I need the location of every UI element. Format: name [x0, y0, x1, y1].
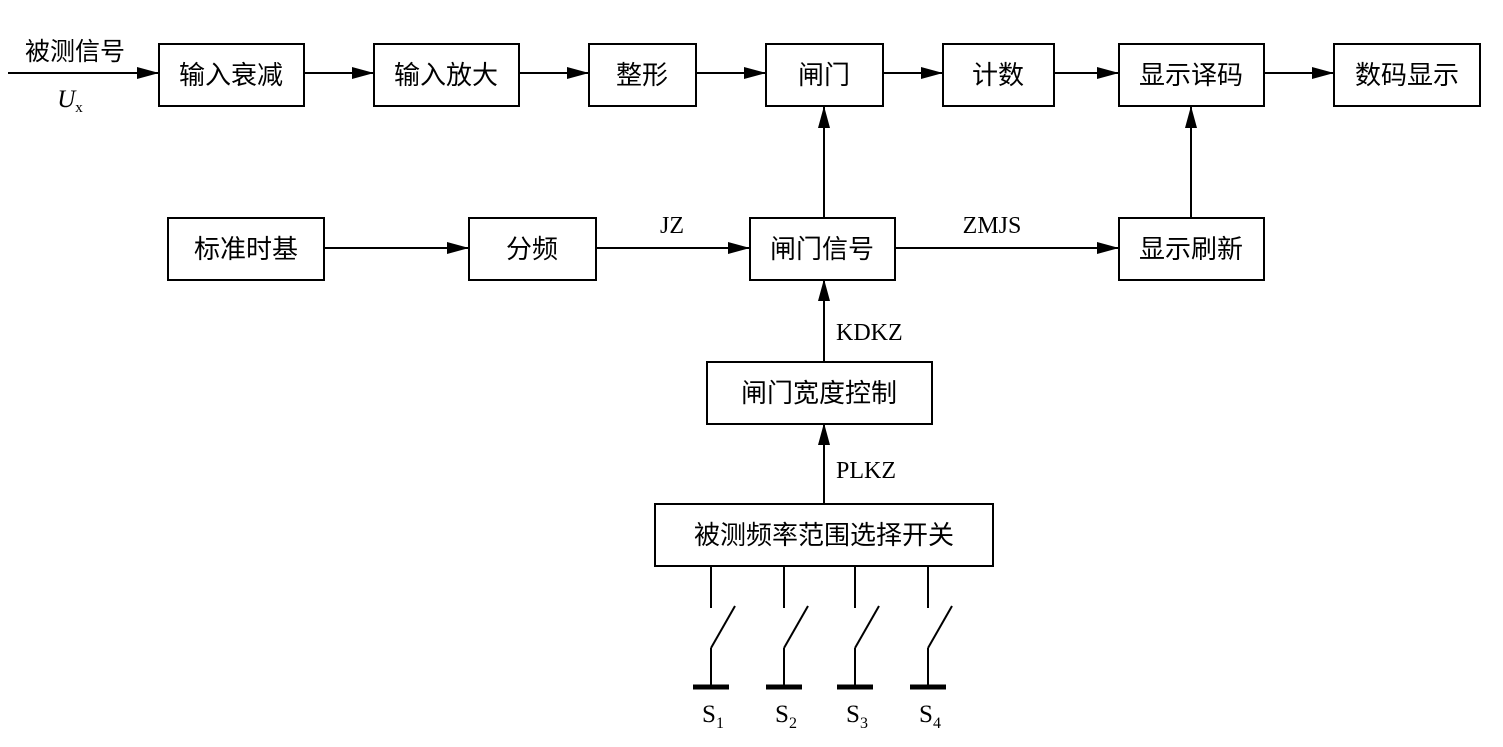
input-signal-label: 被测信号 [25, 37, 125, 66]
block-frequency-divider-label: 分频 [506, 235, 558, 265]
signal-label-jz: JZ [660, 213, 684, 239]
block-gate-width-control-label: 闸门宽度控制 [741, 379, 897, 409]
block-display-refresh-label: 显示刷新 [1139, 235, 1243, 265]
block-counter-label: 计数 [972, 61, 1024, 91]
block-digital-display-label: 数码显示 [1355, 61, 1459, 91]
block-gate-label: 闸门 [798, 61, 850, 91]
block-frequency-divider: 分频 [468, 217, 597, 281]
block-input-amplifier: 输入放大 [373, 43, 520, 107]
block-digital-display: 数码显示 [1333, 43, 1481, 107]
switch-label: S1 [702, 701, 724, 732]
input-signal-symbol: Ux [57, 86, 83, 116]
block-gate-signal-label: 闸门信号 [770, 235, 874, 265]
switch-blade [854, 605, 880, 649]
switch-blade [927, 605, 953, 649]
block-display-decoder: 显示译码 [1118, 43, 1265, 107]
block-range-switch-label: 被测频率范围选择开关 [694, 521, 954, 551]
signal-label-kdkz: KDKZ [836, 320, 903, 346]
block-display-refresh: 显示刷新 [1118, 217, 1265, 281]
switch-blade [710, 605, 736, 649]
switch-label: S4 [919, 701, 941, 732]
switch-4: S4 [910, 566, 953, 732]
switch-group: S1 S2 S3 S4 [693, 566, 953, 732]
block-gate-width-control: 闸门宽度控制 [706, 361, 933, 425]
block-counter: 计数 [942, 43, 1055, 107]
block-gate: 闸门 [765, 43, 884, 107]
switch-label: S2 [775, 701, 797, 732]
signal-label-plkz: PLKZ [836, 458, 896, 484]
switch-label: S3 [846, 701, 868, 732]
block-input-attenuation-label: 输入衰减 [179, 61, 283, 91]
switch-3: S3 [837, 566, 880, 732]
switch-blade [783, 605, 809, 649]
block-gate-signal: 闸门信号 [749, 217, 896, 281]
switch-2: S2 [766, 566, 809, 732]
block-input-attenuation: 输入衰减 [158, 43, 305, 107]
block-shaping-label: 整形 [616, 61, 668, 91]
connectors [8, 67, 1334, 504]
block-time-base: 标准时基 [167, 217, 325, 281]
signal-label-zmjs: ZMJS [963, 213, 1022, 239]
block-range-switch: 被测频率范围选择开关 [654, 503, 994, 567]
block-shaping: 整形 [588, 43, 697, 107]
block-display-decoder-label: 显示译码 [1139, 61, 1243, 91]
block-input-amplifier-label: 输入放大 [394, 61, 498, 91]
input-signal: 被测信号 Ux [25, 37, 125, 116]
switch-1: S1 [693, 566, 736, 732]
block-time-base-label: 标准时基 [194, 235, 298, 265]
